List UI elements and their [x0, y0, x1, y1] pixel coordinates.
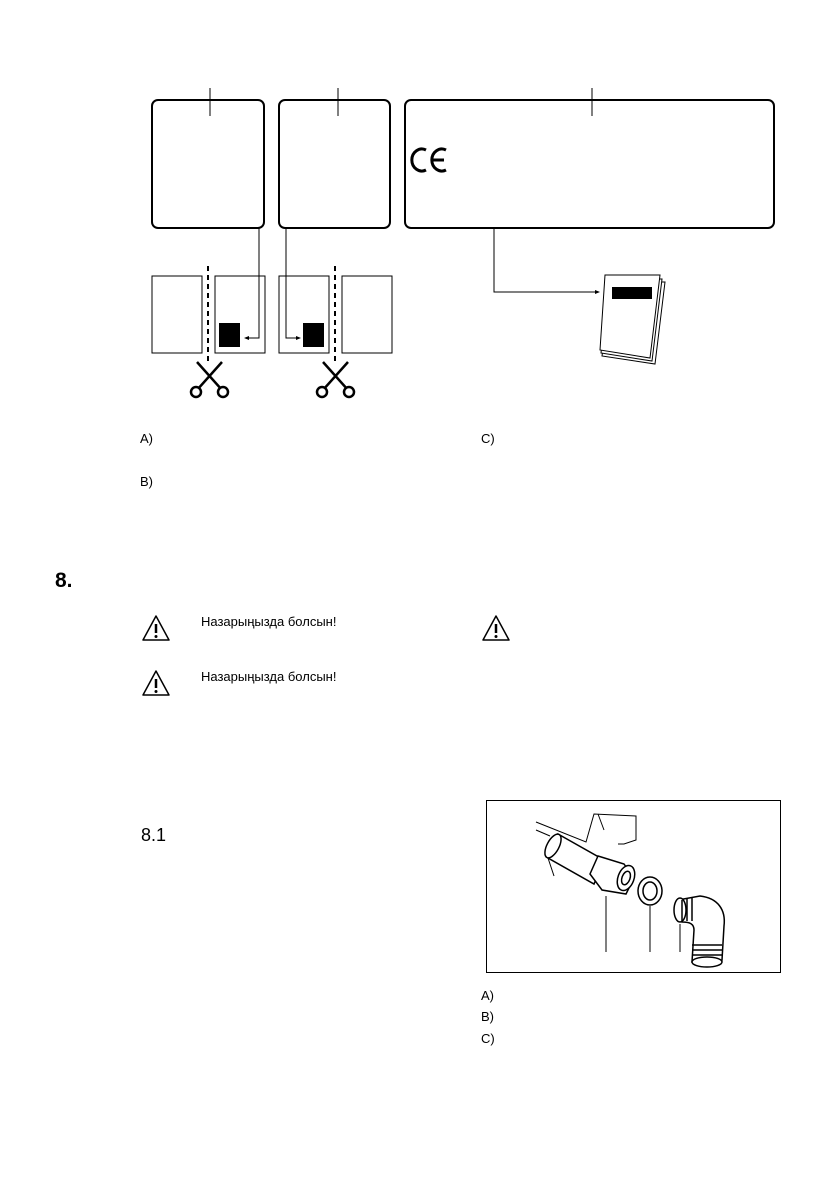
subsection-number: 8.1: [141, 825, 167, 845]
warning-triangle-icon: [482, 615, 510, 641]
warning-triangle-icon: [142, 615, 170, 641]
scissors-icon: [189, 361, 230, 399]
page-b-left: [278, 275, 330, 354]
water-connector-diagram: [486, 800, 781, 973]
warning-text: Назарыңызда болсын!: [201, 669, 337, 684]
plate-c: [404, 99, 775, 229]
plate-b: [278, 99, 391, 229]
plate-a: [151, 99, 265, 229]
warning-text: Назарыңызда болсын!: [201, 614, 337, 629]
hex-nut: [589, 855, 636, 895]
connector-label-c: C): [481, 1031, 495, 1046]
plate-label-b: B): [140, 474, 153, 489]
rating-plate-diagram: [151, 88, 775, 399]
user-manual-booklet-icon: [599, 274, 666, 365]
scissors-icon: [315, 361, 356, 399]
hose-pipe: [544, 832, 605, 886]
label-square-a: [219, 323, 240, 347]
page-b-right: [341, 275, 393, 354]
section-number: 8.: [55, 569, 73, 592]
connector-label-b: B): [481, 1009, 494, 1024]
label-square-b: [303, 323, 324, 347]
plate-label-c: C): [481, 431, 495, 446]
ce-mark-icon: [410, 147, 447, 173]
washer: [637, 876, 663, 906]
warning-triangle-icon: [142, 670, 170, 696]
connector-label-a: A): [481, 988, 494, 1003]
plate-label-a: A): [140, 431, 153, 446]
page-a-right: [214, 275, 266, 354]
elbow-fitting: [673, 895, 726, 968]
page-a-left: [151, 275, 203, 354]
